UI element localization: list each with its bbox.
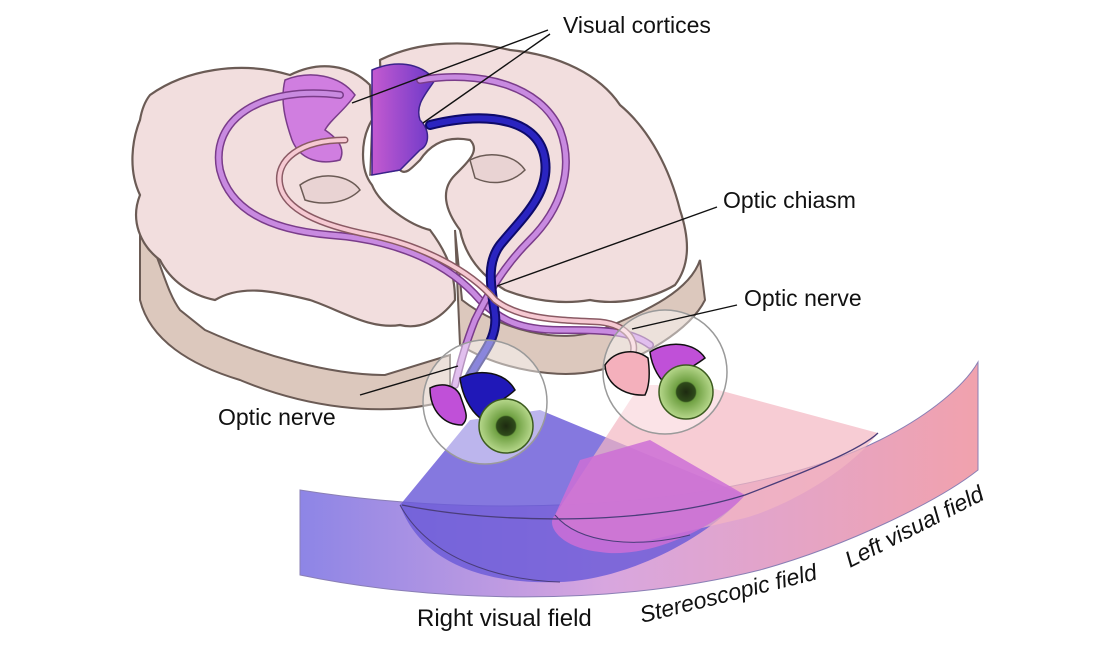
callout-optic-chiasm: [496, 206, 718, 287]
left-retina-pink: [604, 351, 650, 396]
left-eye: [602, 309, 728, 435]
right-optic-radiation-purple-fill: [417, 74, 569, 388]
left-optic-tract-pink-fill: [277, 138, 636, 362]
label-optic-chiasm: Optic chiasm: [723, 187, 856, 213]
left-ventricle: [299, 175, 361, 204]
left-iris: [658, 364, 714, 420]
right-optic-tract-blue-fill: [427, 115, 549, 383]
left-optic-radiation-fill: [216, 90, 653, 348]
right-ventricle: [469, 154, 526, 184]
field-divider-left: [554, 514, 691, 543]
callout-optic-nerve-right: [359, 365, 459, 396]
right-iris: [478, 398, 534, 454]
stereoscopic-overlap: [552, 440, 745, 554]
callout-optic-nerve-left: [631, 304, 738, 330]
field-arc-line: [401, 432, 879, 520]
callout-visual-cortices-right: [422, 33, 551, 124]
visual-field-band: [299, 360, 979, 598]
callout-visual-cortices-left: [351, 29, 549, 104]
right-retina-purple: [429, 384, 467, 426]
visual-pathways: [214, 73, 654, 389]
callout-lines: [351, 29, 738, 396]
brain-section: [131, 42, 707, 411]
brain-right-hemisphere: [378, 42, 688, 304]
right-visual-cortex: [371, 63, 436, 176]
right-eye: [422, 339, 548, 465]
brain-left-hemisphere: [131, 65, 457, 328]
label-optic-nerve-left-eye: Optic nerve: [744, 285, 862, 311]
label-optic-nerve-right-eye: Optic nerve: [218, 404, 336, 430]
label-right-visual-field: Right visual field: [417, 605, 592, 632]
field-divider-right: [399, 504, 561, 583]
label-visual-cortices: Visual cortices: [563, 12, 711, 38]
